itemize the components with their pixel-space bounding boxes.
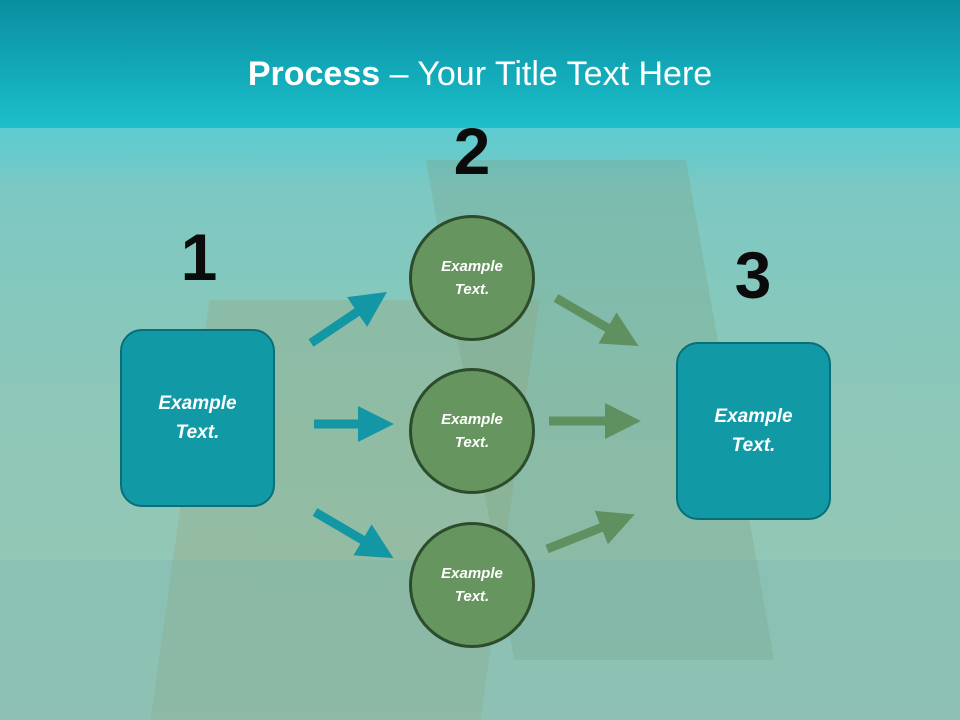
right-box-text: Example Text. xyxy=(714,406,793,456)
circle-1: Example Text. xyxy=(409,215,535,341)
arrow-from-circle-3 xyxy=(545,510,635,554)
arrow-to-circle-1 xyxy=(308,291,387,347)
left-box: Example Text. xyxy=(120,329,275,507)
right-box: Example Text. xyxy=(676,342,831,520)
circle-3-text: Example Text. xyxy=(441,565,503,605)
title-bold: Process xyxy=(247,55,381,93)
title-rest: – Your Title Text Here xyxy=(380,55,713,93)
step-number-3: 3 xyxy=(734,238,772,312)
page-title: Process – Your Title Text Here xyxy=(0,52,960,96)
step-number-2: 2 xyxy=(453,114,491,188)
header-fade xyxy=(0,128,960,188)
header-band xyxy=(0,0,960,128)
circle-3: Example Text. xyxy=(409,522,535,648)
circle-2-text: Example Text. xyxy=(441,411,503,451)
circle-1-text: Example Text. xyxy=(441,258,503,298)
step-number-1: 1 xyxy=(180,220,218,294)
arrow-from-circle-1 xyxy=(553,294,639,347)
left-box-text: Example Text. xyxy=(158,393,237,443)
circle-2: Example Text. xyxy=(409,368,535,494)
arrow-to-circle-3 xyxy=(312,508,394,559)
